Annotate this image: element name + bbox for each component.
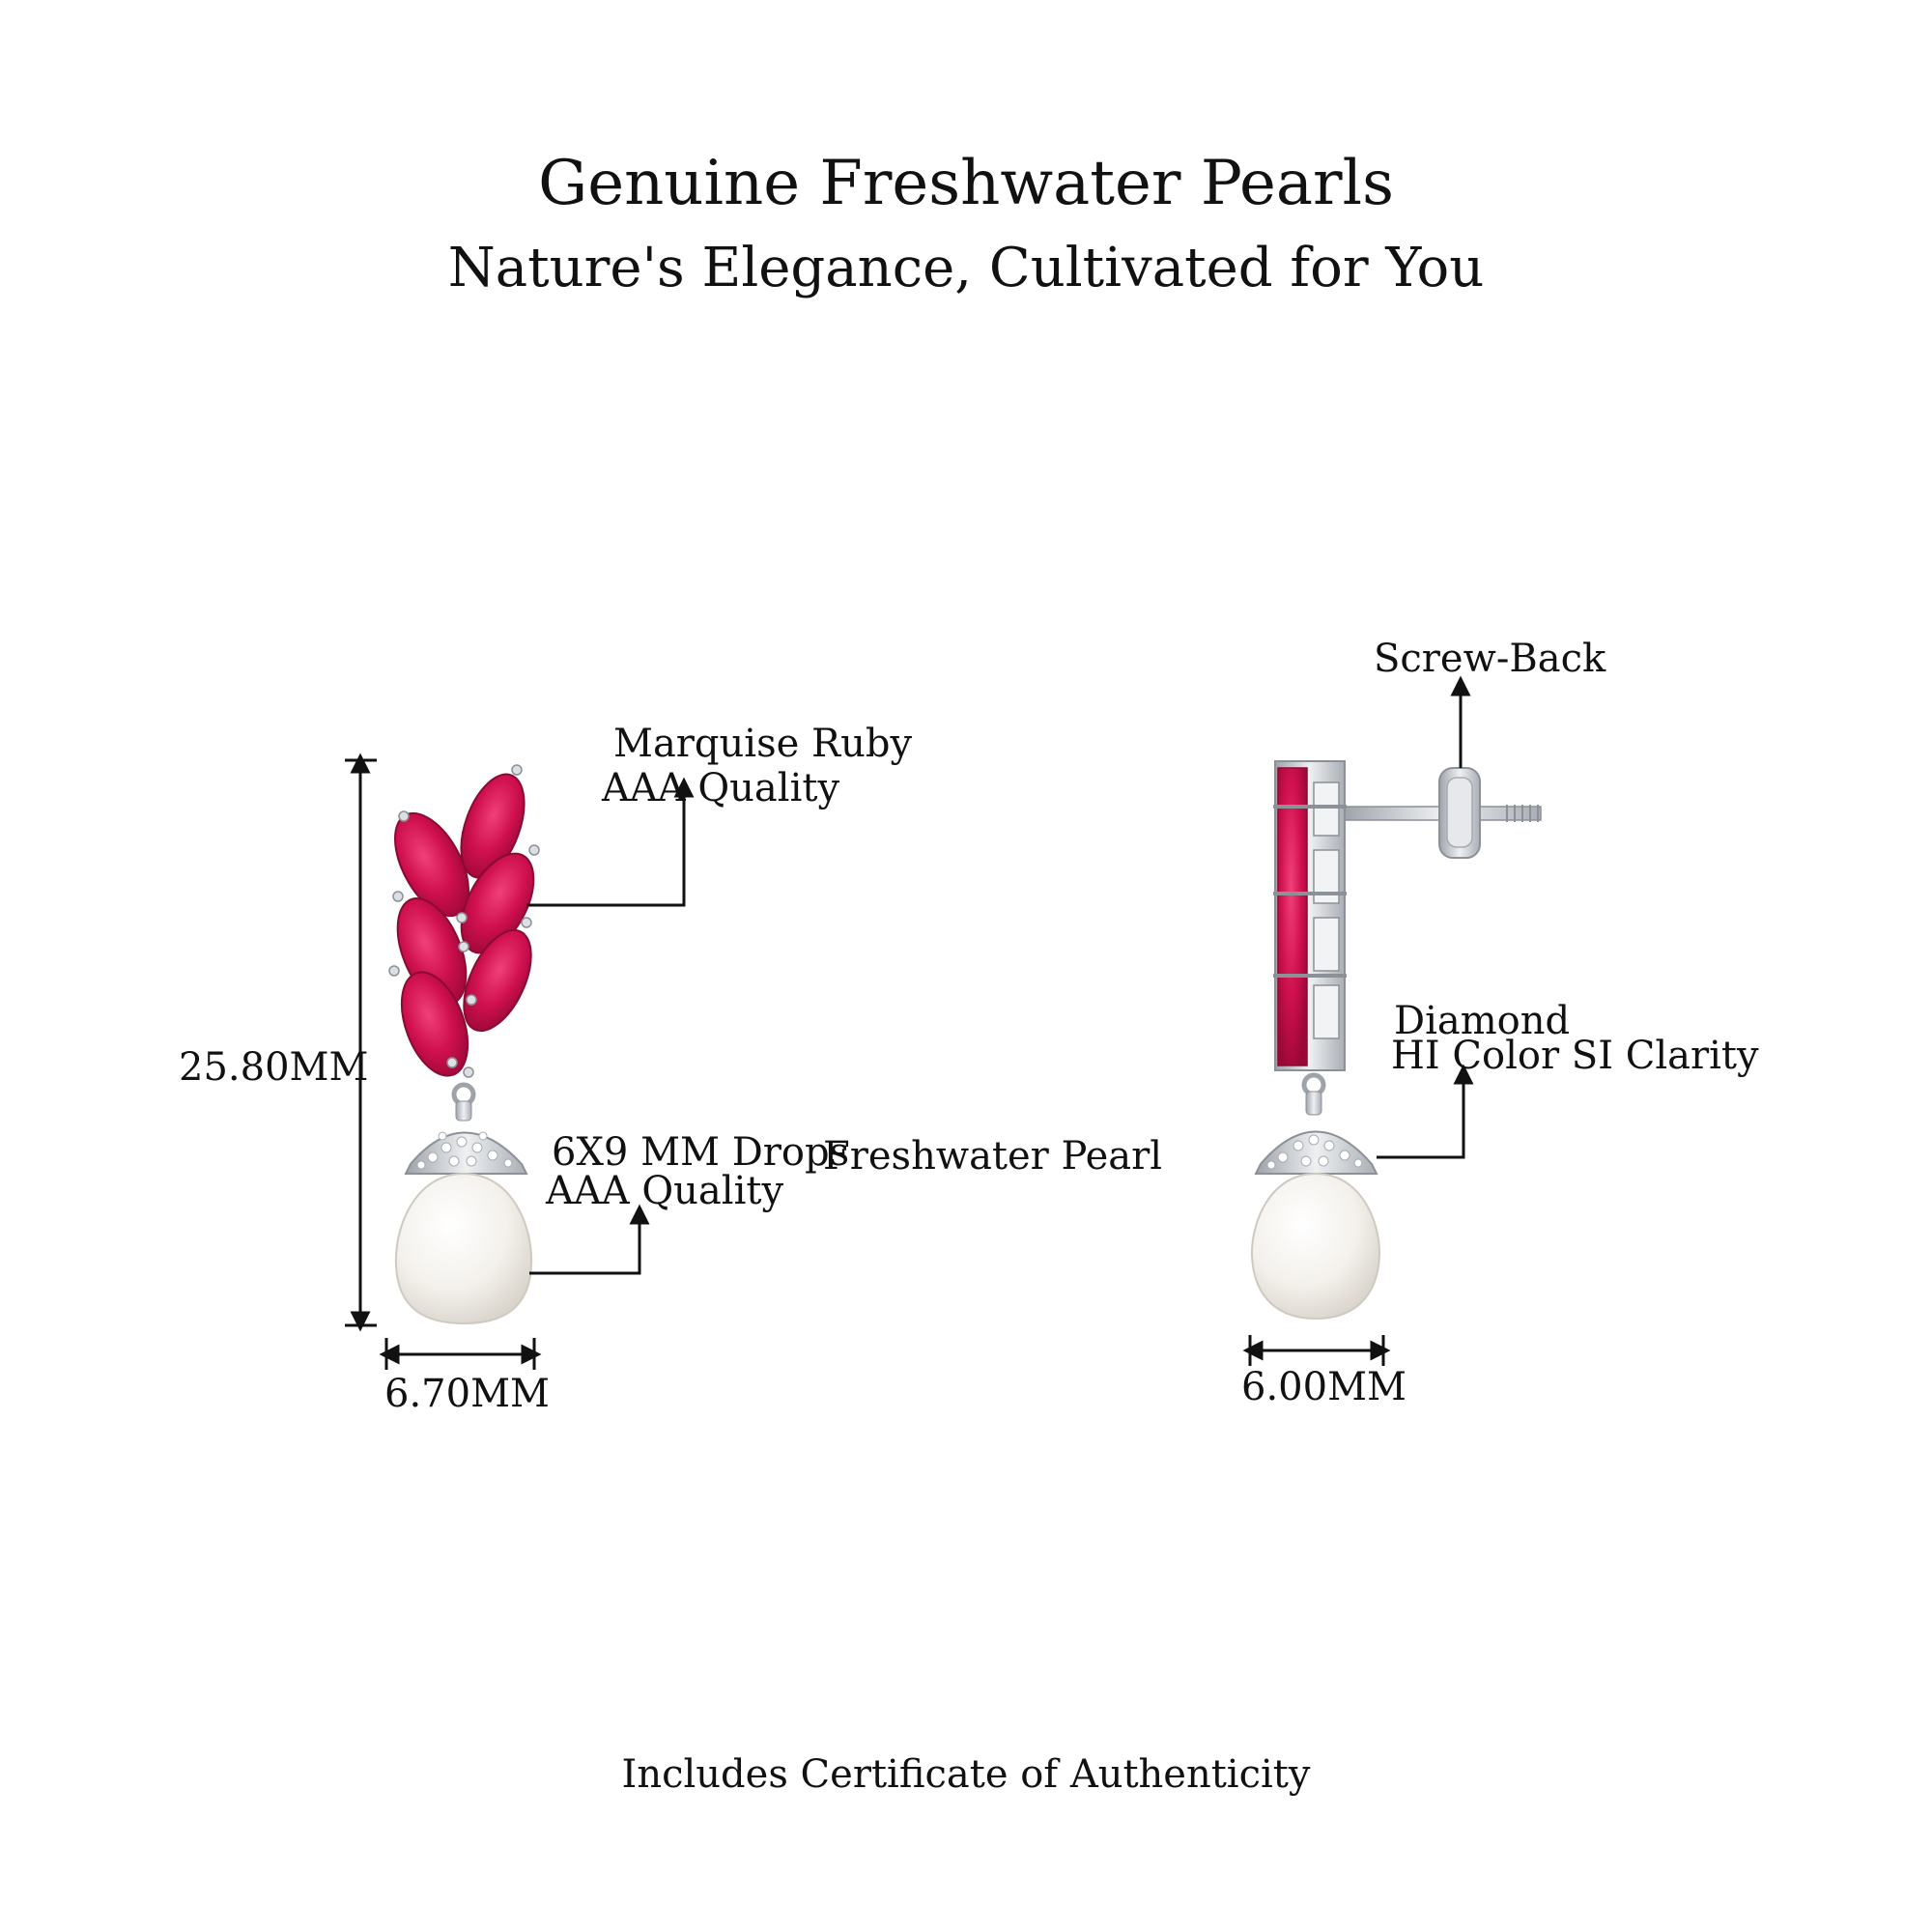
prong — [458, 941, 469, 952]
front-width-dimension-label: 6.70MM — [384, 1372, 550, 1416]
screw-back-label: Screw-Back — [1374, 637, 1606, 681]
diamond-callout-line — [1377, 1064, 1474, 1159]
side-diamond-cap — [1254, 1130, 1378, 1175]
side-freshwater-pearl — [1250, 1172, 1381, 1321]
ruby-label-name: Marquise Ruby — [613, 722, 913, 766]
ruby-callout-line — [526, 777, 695, 907]
pearl-callout-line — [529, 1204, 650, 1275]
pearl-label-type: Freshwater Pearl — [823, 1134, 1163, 1179]
freshwater-pearl — [394, 1172, 533, 1325]
width-dimension-side — [1242, 1335, 1391, 1366]
pearl-label-quality: AAA Quality — [546, 1169, 784, 1213]
width-dimension-front — [379, 1338, 542, 1370]
prong — [388, 965, 400, 977]
height-dimension — [345, 753, 377, 1332]
ruby-stone — [400, 971, 469, 1077]
ruby-label-quality: AAA Quality — [602, 766, 840, 810]
prong — [528, 844, 540, 856]
prong — [466, 994, 477, 1006]
prong — [392, 891, 404, 902]
pearl-label-size: 6X9 MM Drops — [552, 1130, 850, 1175]
ruby-stone — [460, 852, 535, 954]
ruby-stone — [463, 928, 532, 1033]
prong — [456, 912, 468, 923]
ruby-stone — [460, 773, 526, 879]
page-subtitle: Nature's Elegance, Cultivated for You — [447, 237, 1485, 299]
prong — [511, 764, 523, 776]
side-earring — [1250, 760, 1542, 1321]
diamond-cap — [404, 1131, 528, 1175]
bail-link — [455, 1100, 472, 1122]
height-dimension-label: 25.80MM — [179, 1045, 369, 1090]
prong — [398, 810, 410, 822]
diamond-label-name: Diamond — [1394, 999, 1571, 1043]
marquise-ruby-cluster — [388, 764, 540, 1078]
ruby-side-profile — [1277, 767, 1308, 1066]
page-title: Genuine Freshwater Pearls — [538, 148, 1394, 219]
side-width-dimension-label: 6.00MM — [1241, 1365, 1406, 1409]
certificate-note: Includes Certificate of Authenticity — [621, 1752, 1311, 1797]
prong — [521, 917, 532, 928]
prong — [446, 1057, 458, 1068]
front-earring — [388, 764, 540, 1325]
prong — [463, 1066, 474, 1078]
diamond-label-grade: HI Color SI Clarity — [1391, 1034, 1759, 1078]
